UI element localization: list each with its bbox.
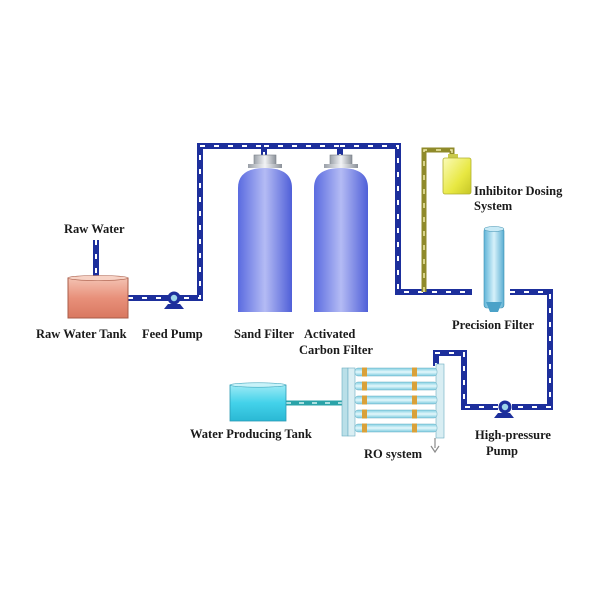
- raw-water-label: Raw Water: [64, 222, 125, 236]
- ro-membrane-tube: [354, 381, 438, 391]
- water-producing-tank: [229, 382, 287, 422]
- ro-membrane-tube: [354, 409, 438, 419]
- inhibitor-dosing-label-line1: Inhibitor Dosing: [474, 184, 563, 198]
- raw-water-tank: [67, 275, 129, 319]
- sand-filter-vessel: [238, 154, 292, 312]
- pipe-highlight: [340, 145, 472, 293]
- pipe-precision-to-pump: [510, 289, 553, 410]
- high-pressure-pump-label-line1: High-pressure: [475, 428, 551, 442]
- ro-membrane-clamp: [412, 367, 417, 377]
- carbon-filter-vessel: [314, 154, 368, 312]
- high-pressure-pump-icon: [494, 400, 514, 418]
- ro-membrane-clamp: [412, 395, 417, 405]
- sand-filter-label: Sand Filter: [234, 327, 295, 341]
- ro-membrane-clamp: [362, 409, 367, 419]
- high-pressure-pump-label-line2: Pump: [486, 444, 518, 458]
- ro-membrane-tube: [354, 395, 438, 405]
- water-producing-tank-label: Water Producing Tank: [190, 427, 312, 441]
- activated-carbon-label-line1: Activated: [304, 327, 356, 341]
- activated-carbon-label-line2: Carbon Filter: [299, 343, 373, 357]
- precision-filter-housing: [483, 226, 505, 312]
- feed-pump-icon: [164, 291, 184, 309]
- ro-membrane-clamp: [412, 381, 417, 391]
- precision-filter-label: Precision Filter: [452, 318, 535, 332]
- inhibitor-dosing-label-line2: System: [474, 199, 513, 213]
- ro-membrane-clamp: [362, 423, 367, 433]
- raw-water-tank-label: Raw Water Tank: [36, 327, 127, 341]
- ro-membrane-clamp: [362, 381, 367, 391]
- ro-membrane-tube: [354, 367, 438, 377]
- ro-membrane-clamp: [412, 423, 417, 433]
- feed-pump-label: Feed Pump: [142, 327, 203, 341]
- pipe-dosing-line-highlight: [423, 149, 453, 292]
- ro-membrane-clamp: [362, 395, 367, 405]
- pipe-highlight: [128, 145, 265, 299]
- ro-membrane-rack: [341, 363, 445, 454]
- ro-membrane-clamp: [412, 409, 417, 419]
- inhibitor-dosing-tank: [442, 154, 472, 195]
- ro-system-label: RO system: [364, 447, 422, 461]
- ro-membrane-tube: [354, 423, 438, 433]
- pipe-highlight: [510, 291, 551, 408]
- ro-membrane-clamp: [362, 367, 367, 377]
- pipe-pump-to-ro: [433, 350, 498, 410]
- pipe-highlight: [435, 352, 498, 408]
